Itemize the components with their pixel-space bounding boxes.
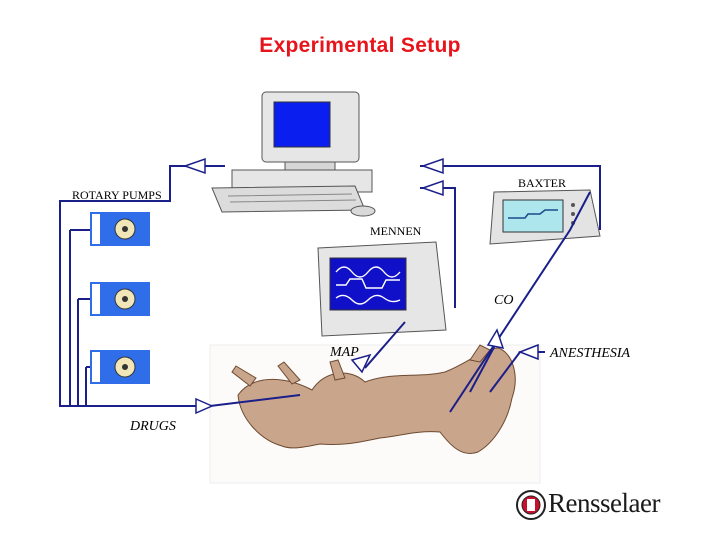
rotary-pump-1	[90, 212, 150, 246]
arrow-computer-left	[182, 157, 206, 175]
keyboard	[211, 185, 366, 213]
arrow-anesthesia	[517, 343, 539, 361]
animal-leg-2	[277, 361, 301, 385]
mennen-monitor	[317, 241, 447, 337]
label-anesthesia: ANESTHESIA	[550, 346, 631, 361]
rotary-pump-3	[90, 350, 150, 384]
line-baxter-to-co	[449, 191, 591, 413]
arrowheads	[182, 157, 539, 415]
page-title: Experimental Setup	[259, 34, 461, 57]
label-baxter: BAXTER	[518, 176, 566, 190]
arrow-drugs	[195, 397, 214, 415]
baxter-trace	[508, 209, 558, 219]
label-mennen: MENNEN	[370, 224, 422, 238]
computer-screen	[273, 101, 331, 148]
rensselaer-logo-text: Rensselaer	[548, 488, 660, 518]
mennen-trace-3	[335, 294, 401, 305]
connection-lines	[59, 165, 601, 413]
line-baxter-to-computer	[420, 165, 601, 230]
arrow-baxter-in	[420, 157, 444, 175]
arrow-mennen-in	[420, 179, 444, 197]
line-drugs-to-animal	[209, 394, 301, 407]
label-rotary-pumps: ROTARY PUMPS	[72, 188, 162, 202]
rensselaer-seal-icon	[516, 490, 546, 520]
label-drugs: DRUGS	[130, 419, 176, 434]
baxter-monitor	[489, 189, 601, 245]
animal-leg-1	[231, 365, 257, 387]
computer	[211, 91, 376, 217]
animal-leg-3	[329, 359, 346, 381]
animal	[237, 347, 516, 454]
computer-stand	[284, 161, 336, 171]
mouse	[350, 205, 376, 217]
rotary-pump-2	[90, 282, 150, 316]
mennen-trace-1	[335, 266, 401, 278]
baxter-screen	[502, 199, 564, 233]
mennen-trace-2	[336, 278, 400, 289]
line-mennen-to-map	[364, 321, 406, 369]
label-co: CO	[494, 293, 514, 308]
keyboard-keys	[227, 193, 357, 203]
arrow-co	[486, 328, 505, 349]
arrow-map	[350, 353, 372, 374]
label-map: MAP	[330, 345, 359, 360]
